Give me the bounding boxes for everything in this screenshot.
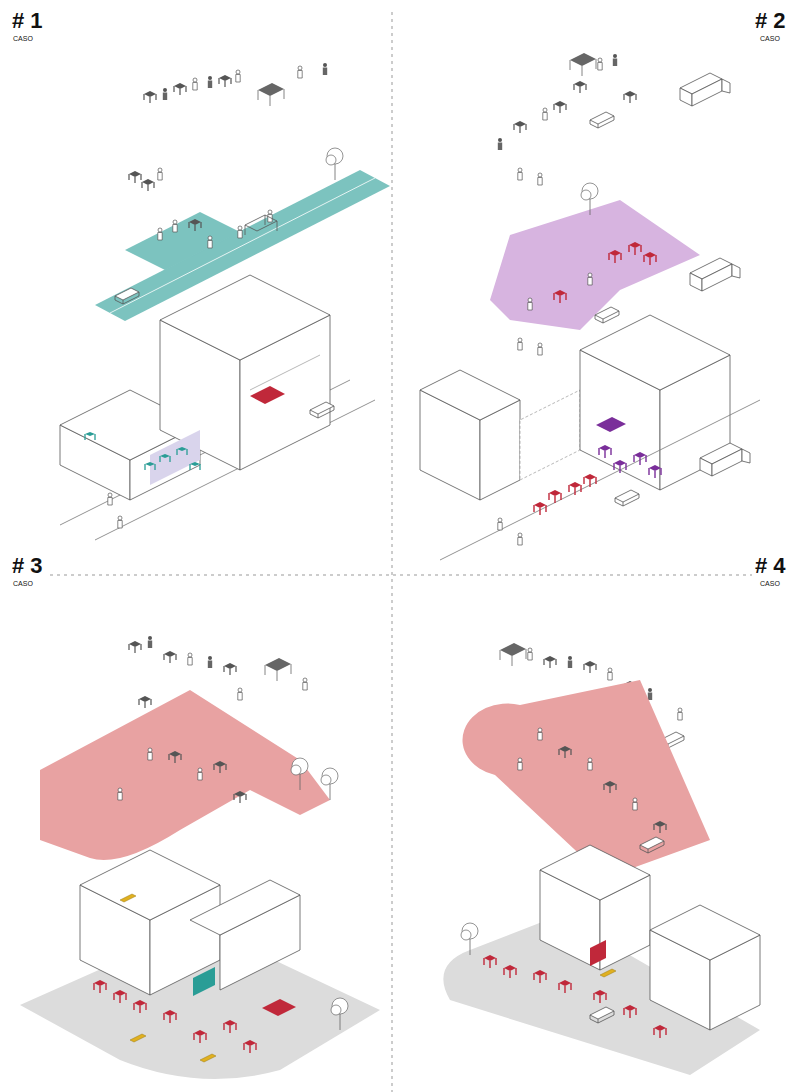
case-caption: CASO <box>760 35 780 42</box>
case-caption: CASO <box>13 35 33 42</box>
case-number: # 2 <box>755 10 786 32</box>
case-caption: CASO <box>13 580 33 587</box>
case-caption: CASO <box>760 580 780 587</box>
case-number: # 1 <box>12 10 43 32</box>
case-number: # 4 <box>755 555 786 577</box>
case-number: # 3 <box>12 555 43 577</box>
